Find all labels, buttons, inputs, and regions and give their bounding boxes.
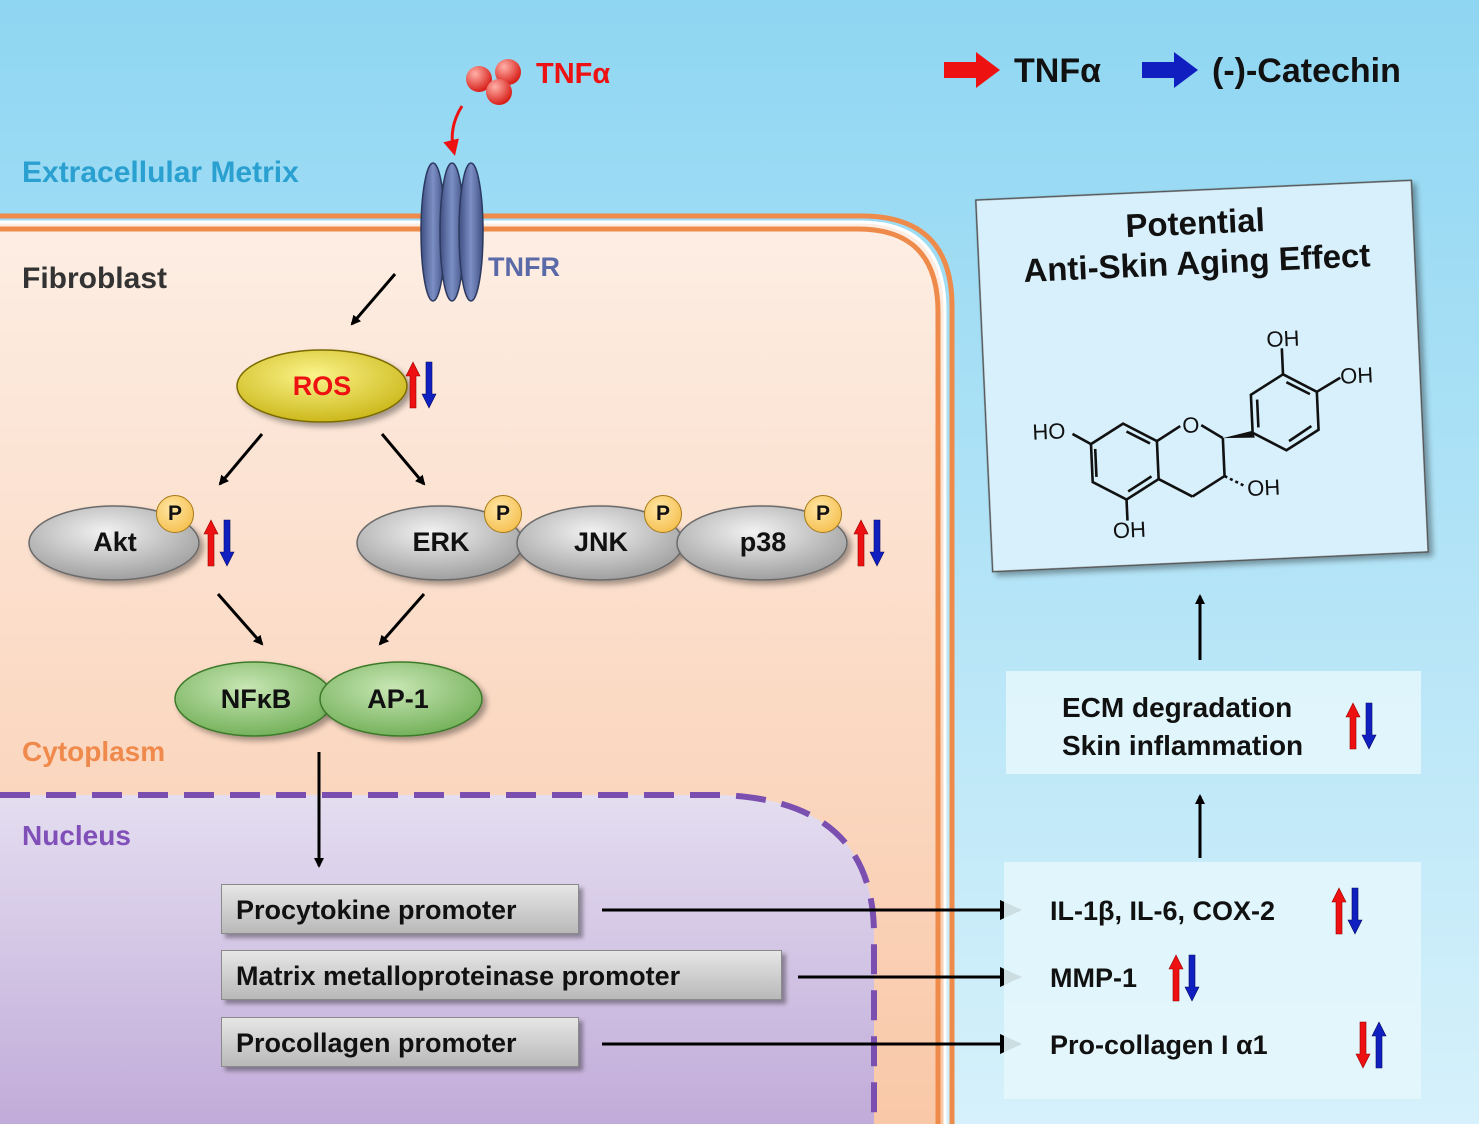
receptor-label: TNFR [488, 252, 560, 282]
nuclear-envelope [0, 792, 877, 1124]
catechin-structure [1071, 348, 1341, 521]
effect-card [975, 179, 1429, 573]
output-panel [1004, 862, 1421, 1099]
membrane-middle [0, 220, 947, 1124]
jnk-phospho-badge: P [644, 495, 682, 533]
ap1-label: AP-1 [367, 684, 429, 714]
erk-label: ERK [412, 527, 470, 557]
struct-oh-top: OH [1265, 325, 1300, 353]
arrow-erk-to-ap1 [378, 593, 426, 646]
ros-node [236, 349, 408, 423]
ros-label: ROS [292, 371, 352, 401]
tnfa-ligand-icon [466, 59, 521, 105]
erk-phospho-badge: P [484, 495, 522, 533]
struct-oh-bottom: OH [1112, 516, 1147, 544]
nfkb-label: NFκB [220, 684, 292, 714]
mmp-promoter-box: Matrix metalloproteinase promoter [221, 950, 782, 1000]
skin-inflammation-label: Skin inflammation [1062, 730, 1304, 761]
ap1-node [319, 661, 483, 737]
nucleus-label: Nucleus [22, 820, 131, 851]
akt-node [28, 505, 200, 581]
p38-label: p38 [739, 527, 787, 557]
ecm-degradation-label: ECM degradation [1062, 692, 1293, 723]
struct-oh-right: OH [1339, 362, 1374, 389]
membrane-outer [0, 213, 955, 1124]
legend-catechin-label: (-)-Catechin [1212, 52, 1401, 90]
akt-phospho-badge: P [156, 495, 194, 533]
legend-tnfa-arrow-icon [944, 52, 1000, 88]
membrane-inner [0, 226, 941, 1124]
procollagen-promoter-box: Procollagen promoter [221, 1017, 579, 1067]
arrow-ros-to-erk [380, 433, 426, 486]
jnk-label: JNK [573, 527, 628, 557]
tnfr-receptor-icon [420, 162, 484, 302]
effect-card-text: Potential Anti-Skin Aging Effect OH OH H… [976, 180, 1428, 571]
fibroblast-label: Fibroblast [22, 262, 168, 295]
wedge-bond [1222, 430, 1255, 439]
ligand-label: TNFα [536, 58, 611, 90]
procytokine-promoter-box: Procytokine promoter [221, 884, 579, 934]
struct-o-ring: O [1181, 412, 1200, 438]
cytokines-output-label: IL-1β, IL-6, COX-2 [1050, 896, 1276, 926]
struct-ho-left: HO [1031, 418, 1066, 445]
extracellular-label: Extracellular Metrix [22, 156, 299, 189]
arrow-akt-to-nfkb [216, 593, 264, 646]
procollagen-output-label: Pro-collagen I α1 [1050, 1030, 1268, 1060]
arrow-tnfr-to-ros [350, 273, 397, 326]
legend-tnfa-label: TNFα [1014, 52, 1101, 90]
akt-label: Akt [93, 527, 137, 557]
p38-phospho-badge: P [804, 495, 842, 533]
mmp-output-label: MMP-1 [1050, 963, 1137, 993]
p38-node [676, 505, 848, 581]
struct-oh-c3: OH [1246, 474, 1281, 502]
arrow-ros-to-akt [218, 433, 264, 486]
legend-catechin-arrow-icon [1142, 52, 1198, 88]
cytoplasm-label: Cytoplasm [22, 736, 166, 767]
ligand-binding-arrow [443, 105, 464, 156]
